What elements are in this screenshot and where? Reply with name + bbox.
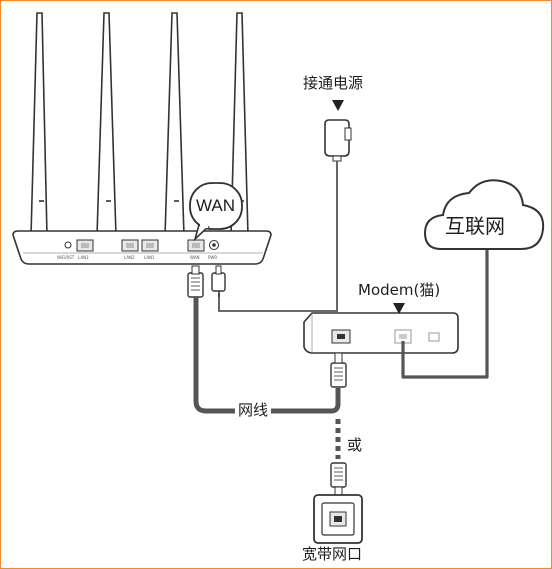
antenna-2 xyxy=(96,12,117,237)
internet-label: 互联网 xyxy=(445,214,505,238)
antenna-3 xyxy=(164,12,185,237)
port-label-lan1: LAN1 xyxy=(144,255,155,260)
modem xyxy=(303,312,459,354)
antenna-1 xyxy=(30,12,48,237)
wan-callout xyxy=(189,182,243,242)
or-label: 或 xyxy=(347,436,363,454)
modem-label: Modem(猫) xyxy=(358,281,441,299)
power-cable xyxy=(218,161,338,312)
power-label: 接通电源 xyxy=(303,74,364,92)
router-antennas xyxy=(30,12,249,237)
port-label-lan2: LAN2 xyxy=(124,255,135,260)
port-label-lan3: LAN3 xyxy=(78,255,89,260)
power-arrow-icon xyxy=(332,100,344,111)
port-label-pwr: PWR xyxy=(208,255,218,260)
wall-port-label: 宽带网口 xyxy=(302,545,363,563)
wan-callout-label: WAN xyxy=(196,196,236,215)
power-adapter xyxy=(324,119,352,162)
router-body xyxy=(12,230,272,265)
wall-ethernet-plug xyxy=(330,462,347,496)
modem-internet-cable xyxy=(401,241,489,379)
cable-label: 网线 xyxy=(235,403,272,418)
port-label-wifi-rst: WiFi/RST xyxy=(57,255,75,260)
port-label-wan: WAN xyxy=(190,255,200,260)
modem-arrow-icon xyxy=(393,303,405,314)
internet-cloud xyxy=(423,179,545,250)
wall-network-port xyxy=(313,494,363,544)
power-plug xyxy=(211,265,226,297)
wan-ethernet-plug xyxy=(187,265,204,298)
modem-ethernet-plug xyxy=(330,352,347,388)
